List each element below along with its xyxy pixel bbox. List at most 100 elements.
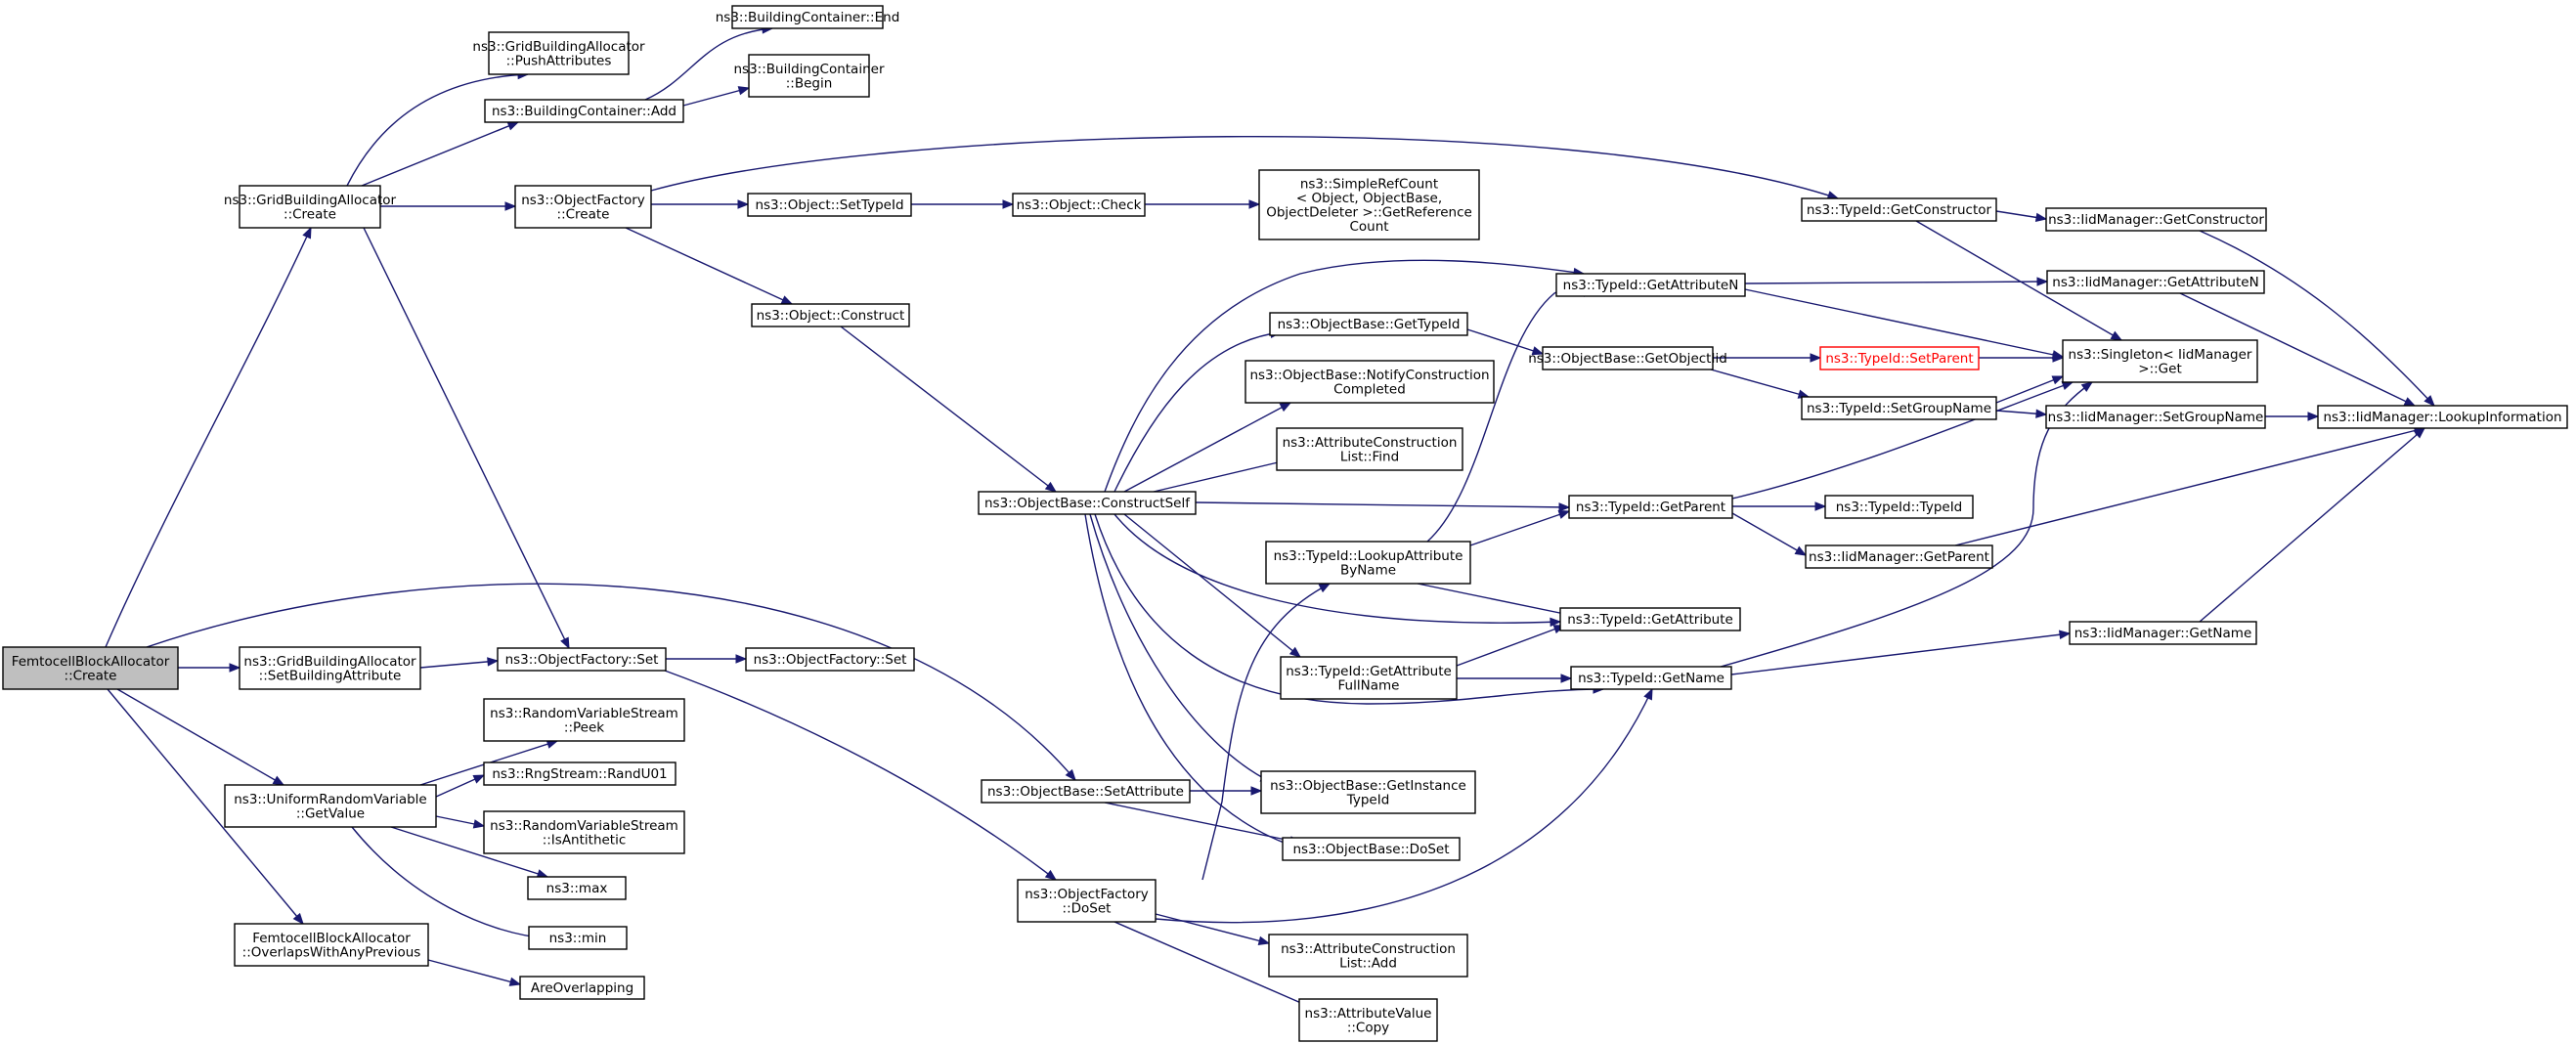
edge-tid_getattrn-to-iid_getattrn (1744, 277, 2049, 286)
node-av-copy[interactable]: ns3::AttributeValue::Copy (1298, 998, 1438, 1042)
node-min[interactable]: ns3::min (528, 926, 628, 950)
graph-edges (105, 24, 2435, 1008)
node-bc-add[interactable]: ns3::BuildingContainer::Add (484, 99, 684, 123)
node-box (483, 698, 685, 742)
arrowhead-icon (1558, 502, 1571, 512)
node-of-set2[interactable]: ns3::ObjectFactory::Set (745, 647, 915, 672)
node-gba-create[interactable]: ns3::GridBuildingAllocator::Create (224, 185, 397, 229)
node-label: ns3::RandomVariableStream (490, 706, 678, 721)
node-max[interactable]: ns3::max (527, 876, 627, 900)
node-tid-getparent[interactable]: ns3::TypeId::GetParent (1568, 495, 1733, 519)
arrowhead-icon (487, 657, 500, 667)
edge-line (1466, 328, 1544, 355)
node-label: ns3::BuildingContainer::End (716, 10, 900, 25)
edge-gba_create-to-of_create (380, 201, 517, 211)
node-iid-getconstructor[interactable]: ns3::IidManager::GetConstructor (2045, 207, 2267, 232)
edge-line (2199, 427, 2425, 623)
node-iid-setgroupname[interactable]: ns3::IidManager::SetGroupName (2045, 405, 2266, 429)
node-obj-check[interactable]: ns3::Object::Check (1012, 193, 1146, 217)
node-label: ns3::ObjectBase::GetTypeId (1278, 317, 1461, 332)
node-box (751, 303, 910, 327)
edge-gba_create-to-bc_add (361, 121, 520, 187)
arrowhead-icon (292, 912, 304, 926)
node-tid-getattribute[interactable]: ns3::TypeId::GetAttribute (1559, 607, 1741, 631)
node-gba-push[interactable]: ns3::GridBuildingAllocator::PushAttribut… (472, 31, 645, 75)
node-ob-notify[interactable]: ns3::ObjectBase::NotifyConstructionCompl… (1244, 360, 1495, 404)
edge-obj_check-to-srefc (1145, 199, 1261, 209)
node-box (748, 54, 870, 98)
node-singleton-get[interactable]: ns3::Singleton< IidManager >::Get (2062, 339, 2258, 383)
node-root[interactable]: FemtocellBlockAllocator::Create (2, 646, 179, 690)
edge-of_create-to-obj_construct (625, 227, 794, 305)
node-areoverlapping[interactable]: AreOverlapping (519, 976, 645, 1000)
node-label: ns3::ObjectBase::GetInstance (1270, 778, 1466, 794)
node-of-create[interactable]: ns3::ObjectFactory::Create (514, 185, 652, 229)
node-of-doset[interactable]: ns3::ObjectFactory::DoSet (1017, 879, 1157, 923)
node-tid-setgroupname[interactable]: ns3::TypeId::SetGroupName (1801, 396, 1997, 420)
node-label: ns3::TypeId::GetAttribute (1286, 664, 1452, 679)
node-tid-typeid[interactable]: ns3::TypeId::TypeId (1824, 495, 1974, 519)
node-obj-settid[interactable]: ns3::Object::SetTypeId (747, 193, 912, 217)
edge-of_doset-to-acl_add (1155, 913, 1271, 945)
arrowhead-icon (1002, 199, 1015, 209)
node-urv-getvalue[interactable]: ns3::UniformRandomVariable::GetValue (224, 784, 437, 828)
node-box (1265, 541, 1471, 585)
node-iid-getattrn[interactable]: ns3::IidManager::GetAttributeN (2046, 270, 2265, 294)
arrowhead-icon (2403, 397, 2417, 407)
node-box (2317, 405, 2568, 429)
node-iid-lookupinfo[interactable]: ns3::IidManager::LookupInformation (2317, 405, 2568, 429)
node-gba-setbattr[interactable]: ns3::GridBuildingAllocator::SetBuildingA… (239, 646, 421, 690)
edge-iid_setgroupname-to-iid_lookupinfo (2265, 412, 2320, 421)
node-obj-construct[interactable]: ns3::Object::Construct (751, 303, 910, 327)
node-of-set[interactable]: ns3::ObjectFactory::Set (497, 647, 667, 672)
node-label: ns3::ObjectFactory (521, 193, 645, 208)
node-bc-begin[interactable]: ns3::BuildingContainer::Begin (733, 54, 885, 98)
node-ob-setattribute[interactable]: ns3::ObjectBase::SetAttribute (981, 779, 1191, 804)
node-rvs-isanti[interactable]: ns3::RandomVariableStream::IsAntithetic (483, 810, 685, 854)
node-box (1801, 197, 1997, 222)
node-tid-getconstructor[interactable]: ns3::TypeId::GetConstructor (1801, 197, 1997, 222)
edge-root-to-urv_getvalue (116, 688, 285, 786)
node-label: ::SetBuildingAttribute (259, 668, 402, 683)
node-ob-gettypeid[interactable]: ns3::ObjectBase::GetTypeId (1269, 312, 1468, 336)
node-label: ::Create (65, 668, 117, 683)
node-rng-randu01[interactable]: ns3::RngStream::RandU01 (483, 761, 677, 786)
edge-line (1113, 921, 1311, 1008)
node-srefc[interactable]: ns3::SimpleRefCount< Object, ObjectBase,… (1258, 169, 1480, 240)
node-label: ns3::TypeId::TypeId (1836, 500, 1963, 515)
node-ob-getobjtid[interactable]: ns3::ObjectBase::GetObjectIid (1528, 346, 1727, 370)
node-label: ns3::RandomVariableStream (490, 818, 678, 834)
node-box (2062, 339, 2258, 383)
edge-iid_getname-to-iid_lookupinfo (2199, 427, 2426, 623)
node-label: ::PushAttributes (506, 53, 612, 68)
node-tid-getname[interactable]: ns3::TypeId::GetName (1570, 666, 1732, 690)
arrowhead-icon (1250, 786, 1263, 796)
edge-line (1720, 381, 2093, 668)
arrowhead-icon (1257, 935, 1271, 945)
arrowhead-icon (780, 295, 794, 305)
edge-line (1469, 510, 1570, 546)
node-tid-getattrn[interactable]: ns3::TypeId::GetAttributeN (1555, 273, 1746, 297)
node-ob-doset[interactable]: ns3::ObjectBase::DoSet (1282, 837, 1461, 861)
edge-ob_getobjtid-to-tid_setgroupname (1710, 369, 1811, 399)
arrowhead-icon (1794, 545, 1808, 556)
node-fba-overlaps[interactable]: FemtocellBlockAllocator::OverlapsWithAny… (234, 923, 429, 967)
node-rvs-peek[interactable]: ns3::RandomVariableStream::Peek (483, 698, 685, 742)
arrowhead-icon (1560, 674, 1573, 683)
node-tid-setparent[interactable]: ns3::TypeId::SetParent (1819, 346, 1980, 370)
node-bc-end[interactable]: ns3::BuildingContainer::End (716, 5, 900, 29)
node-iid-getparent[interactable]: ns3::IidManager::GetParent (1805, 544, 1993, 569)
arrowhead-icon (2052, 353, 2065, 363)
edge-tid_setgroupname-to-iid_setgroupname (1995, 409, 2048, 418)
node-iid-getname[interactable]: ns3::IidManager::GetName (2069, 621, 2257, 645)
node-label: ns3::UniformRandomVariable (234, 792, 427, 807)
node-box (527, 876, 627, 900)
node-ob-constructself[interactable]: ns3::ObjectBase::ConstructSelf (978, 491, 1197, 515)
node-label: ns3::max (546, 881, 608, 896)
edge-line (1155, 913, 1270, 944)
